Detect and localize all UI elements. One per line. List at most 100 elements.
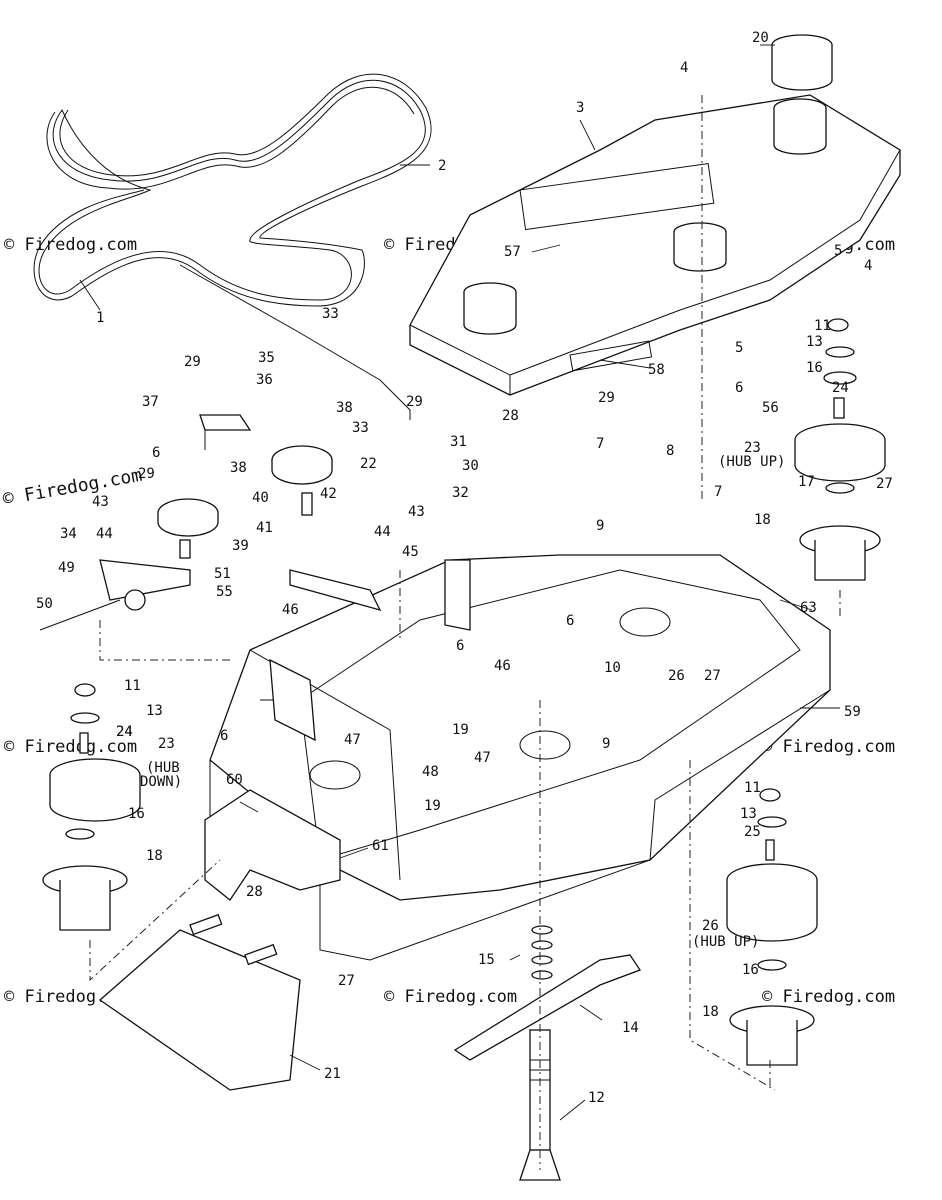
discharge-chute-21 <box>98 913 301 1091</box>
callout: 48 <box>422 764 439 780</box>
callout: 43 <box>92 494 109 510</box>
callout: 35 <box>258 350 275 366</box>
callout: 9 <box>602 736 610 752</box>
hub-notes: (HUB UP) (HUB DOWN) (HUB UP) <box>140 454 785 950</box>
callout: 39 <box>232 538 249 554</box>
callout: 36 <box>256 372 273 388</box>
callout: 61 <box>372 838 389 854</box>
callout: 18 <box>754 512 771 528</box>
callout: 13 <box>146 703 163 719</box>
callout: 28 <box>502 408 519 424</box>
deck-cover <box>409 94 901 396</box>
callout: 59 <box>844 704 861 720</box>
callout: 24 <box>832 380 849 396</box>
tension-rod-32 <box>179 264 411 420</box>
watermarks: © Firedog.com © Firedog.com © Firedog.co… <box>1 235 895 1007</box>
callout: 6 <box>152 445 160 461</box>
callout: 33 <box>352 420 369 436</box>
callout: 46 <box>282 602 299 618</box>
callout: 6 <box>566 613 574 629</box>
leader-lines <box>79 44 840 1121</box>
callout: 51 <box>214 566 231 582</box>
callout: 25 <box>744 824 761 840</box>
callout: 7 <box>714 484 722 500</box>
callout: 6 <box>735 380 743 396</box>
callout: 13 <box>740 806 757 822</box>
callout: 6 <box>456 638 464 654</box>
callout: 31 <box>450 434 467 450</box>
side-baffle-59 <box>204 789 341 901</box>
callout: 8 <box>666 443 674 459</box>
hub-note: (HUB <box>146 760 180 776</box>
watermark: © Firedog.com <box>4 737 137 757</box>
callout: 6 <box>220 728 228 744</box>
bracket-36 <box>199 414 252 450</box>
callout: 19 <box>424 798 441 814</box>
watermark: © Firedog.com <box>4 235 137 255</box>
callout: 33 <box>322 306 339 322</box>
callout: 4 <box>864 258 872 274</box>
callout: 18 <box>702 1004 719 1020</box>
blade-washers <box>531 925 553 980</box>
callout: 18 <box>146 848 163 864</box>
spindle-right-bottom <box>726 788 818 1066</box>
callout: 47 <box>474 750 491 766</box>
callout: 27 <box>338 973 355 989</box>
callout: 7 <box>596 436 604 452</box>
callout: 38 <box>336 400 353 416</box>
watermark: © Firedog.com <box>762 737 895 757</box>
callout: 63 <box>800 600 817 616</box>
watermark: © Firedog.com <box>762 987 895 1007</box>
callout: 11 <box>124 678 141 694</box>
callout: 45 <box>402 544 419 560</box>
callout: 38 <box>230 460 247 476</box>
callout: 16 <box>806 360 823 376</box>
callout: 23 <box>158 736 175 752</box>
callout: 30 <box>462 458 479 474</box>
callout: 19 <box>452 722 469 738</box>
callout: 28 <box>246 884 263 900</box>
part-callouts: 1 2 3 4 4 5 5 6 6 6 6 6 7 7 8 9 9 10 11 … <box>36 30 893 1106</box>
callout: 43 <box>408 504 425 520</box>
callout: 24 <box>116 724 133 740</box>
callout: 9 <box>596 518 604 534</box>
callout: 40 <box>252 490 269 506</box>
callout: 5 <box>834 243 842 259</box>
callout: 11 <box>814 318 831 334</box>
belts <box>33 73 432 307</box>
callout: 44 <box>96 526 113 542</box>
watermark: © Firedog.com <box>384 987 517 1007</box>
callout: 29 <box>598 390 615 406</box>
idler-arm-48 <box>99 559 191 611</box>
callout: 49 <box>58 560 75 576</box>
callout: 3 <box>576 100 584 116</box>
assembly-guides <box>89 95 841 1170</box>
idler-pulleys <box>157 445 333 559</box>
callout: 23 <box>744 440 761 456</box>
hub-note: (HUB UP) <box>692 934 759 950</box>
callout: 5 <box>735 340 743 356</box>
callout: 1 <box>96 310 104 326</box>
callout: 26 <box>702 918 719 934</box>
callout: 46 <box>494 658 511 674</box>
callout: 50 <box>36 596 53 612</box>
callout: 29 <box>138 466 155 482</box>
callout: 2 <box>438 158 446 174</box>
callout: 4 <box>680 60 688 76</box>
callout: 17 <box>798 474 815 490</box>
hub-note: (HUB UP) <box>718 454 785 470</box>
callout: 42 <box>320 486 337 502</box>
callout: 10 <box>604 660 621 676</box>
callout: 55 <box>216 584 233 600</box>
callout: 11 <box>744 780 761 796</box>
callout: 26 <box>668 668 685 684</box>
callout: 21 <box>324 1066 341 1082</box>
callout: 29 <box>184 354 201 370</box>
callout: 47 <box>344 732 361 748</box>
callout: 20 <box>752 30 769 46</box>
spring-rod-49 <box>39 599 121 631</box>
callout: 27 <box>876 476 893 492</box>
callout: 27 <box>704 668 721 684</box>
mower-deck-housing <box>209 554 831 961</box>
